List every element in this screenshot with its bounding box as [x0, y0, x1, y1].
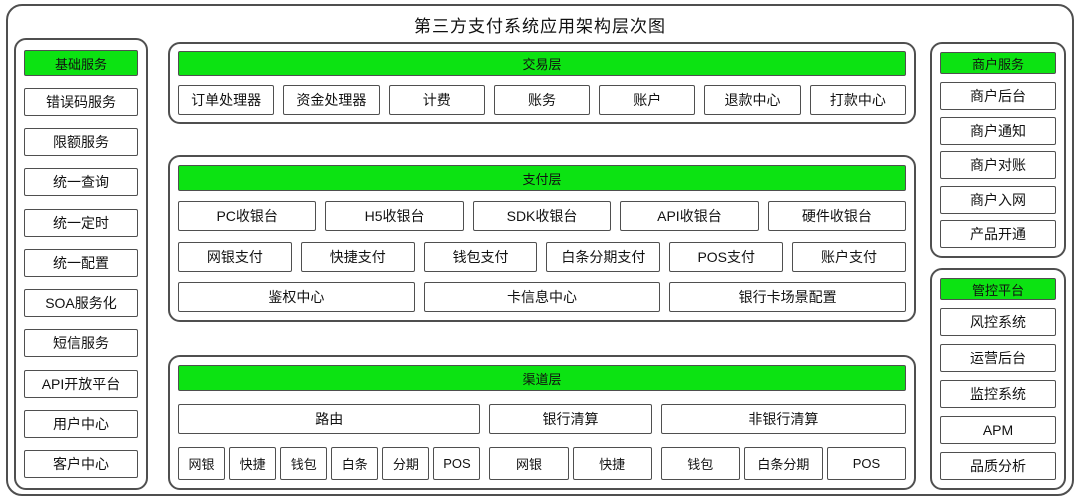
control-platform-list: 风控系统 运营后台 监控系统 APM 品质分析 — [940, 308, 1056, 480]
control-platform-box: 品质分析 — [940, 452, 1056, 480]
channel-group: 非银行清算 钱包 白条分期 POS — [660, 404, 906, 480]
channel-sub-row: 网银 快捷 钱包 白条 分期 POS — [178, 447, 481, 480]
channel-sub-box: POS — [433, 447, 481, 480]
trade-module-box: 账务 — [493, 85, 591, 115]
base-service-box: 统一查询 — [24, 168, 138, 197]
payment-module-box: 银行卡场景配置 — [669, 282, 907, 312]
channel-group-label-box: 路由 — [178, 404, 481, 434]
payment-layer-row: 网银支付 快捷支付 钱包支付 白条分期支付 POS支付 账户支付 — [178, 241, 906, 272]
panel-merchant-services: 商户服务 商户后台 商户通知 商户对账 商户入网 产品开通 — [930, 42, 1066, 258]
channel-sub-box: 快捷 — [229, 447, 277, 480]
merchant-service-box: 商户通知 — [940, 116, 1056, 145]
outer-frame — [6, 4, 1074, 496]
payment-module-box: 账户支付 — [792, 241, 906, 272]
payment-module-box: 硬件收银台 — [767, 201, 907, 231]
trade-module-box: 账户 — [599, 85, 696, 115]
control-platform-box: 运营后台 — [940, 344, 1056, 372]
channel-sub-box: 网银 — [178, 447, 226, 480]
channel-sub-box: 钱包 — [660, 447, 740, 480]
merchant-service-box: 商户对账 — [940, 151, 1056, 179]
merchant-service-box: 产品开通 — [940, 220, 1056, 248]
channel-layer-header: 渠道层 — [178, 365, 906, 391]
base-service-box: 统一定时 — [24, 208, 138, 237]
channel-sub-box: POS — [826, 447, 906, 480]
control-platform-header: 管控平台 — [940, 278, 1056, 300]
base-service-box: 统一配置 — [24, 248, 138, 277]
panel-control-platform: 管控平台 风控系统 运营后台 监控系统 APM 品质分析 — [930, 268, 1066, 490]
base-service-box: 限额服务 — [24, 128, 138, 157]
payment-module-box: 鉴权中心 — [178, 282, 415, 312]
channel-sub-box: 网银 — [489, 447, 569, 480]
payment-module-box: 快捷支付 — [300, 241, 415, 272]
trade-layer-header: 交易层 — [178, 51, 906, 76]
base-service-box: 客户中心 — [24, 449, 138, 478]
control-platform-box: APM — [940, 416, 1056, 444]
merchant-services-header: 商户服务 — [940, 52, 1056, 74]
channel-group-label-box: 银行清算 — [489, 404, 652, 434]
diagram-title: 第三方支付系统应用架构层次图 — [414, 17, 666, 36]
control-platform-box: 风控系统 — [940, 308, 1056, 336]
payment-layer-header: 支付层 — [178, 165, 906, 191]
panel-payment-layer: 支付层 PC收银台 H5收银台 SDK收银台 API收银台 硬件收银台 — [168, 155, 916, 322]
panel-trade-layer: 交易层 订单处理器 资金处理器 计费 账务 账户 退款中心 打款中心 — [168, 42, 916, 124]
base-service-box: 错误码服务 — [24, 88, 138, 116]
base-service-box: 用户中心 — [24, 409, 138, 438]
base-service-box: SOA服务化 — [24, 289, 138, 318]
base-service-box: 短信服务 — [24, 329, 138, 358]
payment-module-box: 钱包支付 — [423, 241, 538, 272]
control-platform-box: 监控系统 — [940, 380, 1056, 408]
channel-group: 路由 网银 快捷 钱包 白条 分期 — [178, 404, 481, 480]
payment-module-box: 网银支付 — [178, 241, 292, 272]
payment-module-box: 卡信息中心 — [423, 282, 661, 312]
channel-groups: 路由 网银 快捷 钱包 白条 分期 — [178, 404, 906, 480]
payment-module-box: PC收银台 — [178, 201, 317, 231]
channel-sub-box: 分期 — [382, 447, 430, 480]
trade-module-box: 订单处理器 — [178, 85, 275, 115]
trade-module-box: 计费 — [388, 85, 485, 115]
payment-module-box: H5收银台 — [325, 201, 464, 231]
base-services-header: 基础服务 — [24, 50, 138, 76]
payment-module-box: 白条分期支付 — [546, 241, 661, 272]
payment-module-box: API收银台 — [620, 201, 759, 231]
trade-module-box: 退款中心 — [704, 85, 801, 115]
payment-layer-row: 鉴权中心 卡信息中心 银行卡场景配置 — [178, 282, 907, 312]
merchant-service-box: 商户入网 — [940, 185, 1056, 214]
channel-sub-row: 网银 快捷 — [489, 447, 652, 480]
channel-group: 银行清算 网银 快捷 — [489, 404, 652, 480]
base-services-list: 错误码服务 限额服务 统一查询 统一定时 统一配置 SOA服务化 短信服务 AP… — [24, 88, 138, 478]
trade-module-box: 打款中心 — [809, 85, 906, 115]
channel-sub-box: 快捷 — [572, 447, 652, 480]
payment-layer-row: PC收银台 H5收银台 SDK收银台 API收银台 硬件收银台 — [178, 201, 907, 231]
panel-base-services: 基础服务 错误码服务 限额服务 统一查询 统一定时 统一配置 SOA服务化 短信… — [14, 38, 148, 490]
payment-layer-rows: PC收银台 H5收银台 SDK收银台 API收银台 硬件收银台 网银支付 — [178, 201, 907, 312]
channel-sub-box: 白条 — [331, 447, 379, 480]
base-service-box: API开放平台 — [24, 369, 138, 398]
channel-sub-row: 钱包 白条分期 POS — [660, 447, 906, 480]
channel-group-label-box: 非银行清算 — [660, 404, 906, 434]
payment-module-box: POS支付 — [669, 241, 784, 272]
panel-channel-layer: 渠道层 路由 网银 快捷 钱包 白条 — [168, 355, 916, 490]
trade-module-box: 资金处理器 — [283, 85, 380, 115]
trade-layer-row: 订单处理器 资金处理器 计费 账务 账户 退款中心 打款中心 — [178, 85, 906, 115]
merchant-services-list: 商户后台 商户通知 商户对账 商户入网 产品开通 — [940, 82, 1056, 248]
channel-sub-box: 钱包 — [280, 447, 328, 480]
payment-module-box: SDK收银台 — [472, 201, 612, 231]
merchant-service-box: 商户后台 — [940, 82, 1056, 110]
channel-sub-box: 白条分期 — [743, 447, 823, 480]
